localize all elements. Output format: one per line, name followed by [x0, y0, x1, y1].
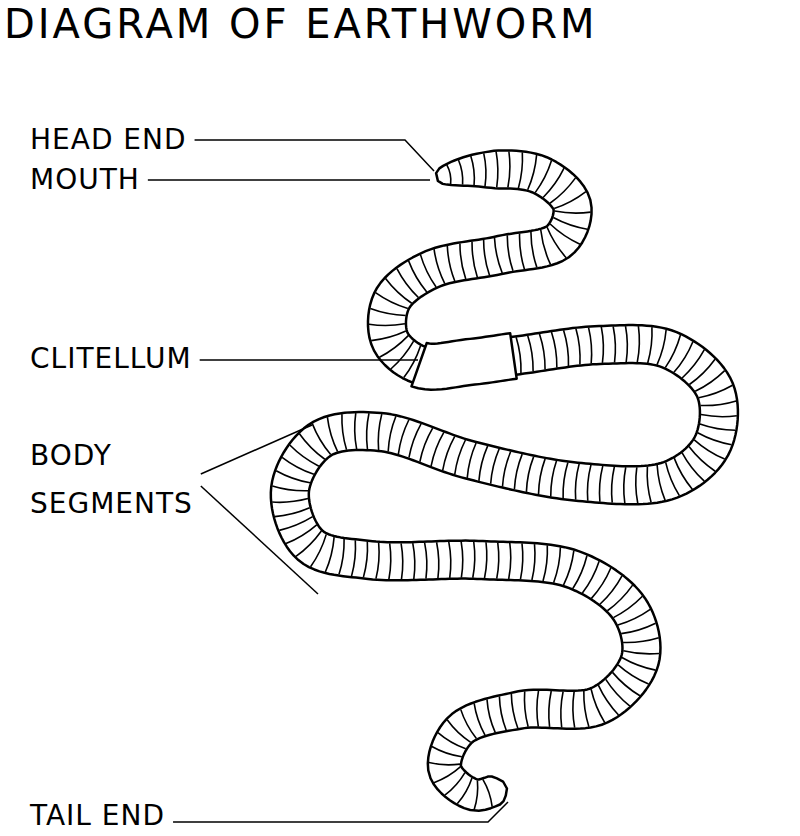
bracket-line [201, 425, 312, 474]
body-segment-lines [272, 151, 737, 809]
part-label: MOUTH [30, 164, 140, 196]
part-label: BODY SEGMENTS [30, 432, 193, 528]
leader-line [148, 179, 430, 181]
part-label: CLITELLUM [30, 343, 192, 375]
leader-lines [148, 140, 508, 822]
leader-line [195, 140, 434, 171]
part-label: TAIL END [30, 800, 165, 832]
worm-body [271, 150, 738, 810]
bracket-line [201, 486, 318, 594]
leader-line [200, 359, 418, 361]
clitellum-band [411, 333, 516, 390]
leader-line [173, 802, 508, 822]
diagram-title: DIAGRAM OF EARTHWORM [4, 2, 598, 46]
worm-outline [271, 150, 738, 810]
part-label: HEAD END [30, 124, 187, 156]
